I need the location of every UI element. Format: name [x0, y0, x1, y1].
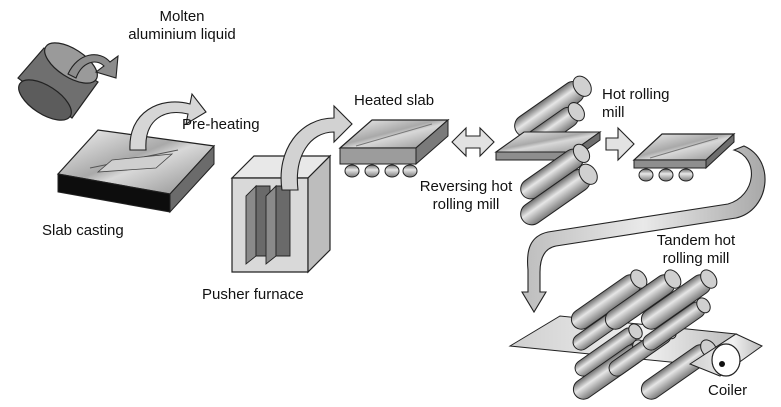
- heated-slab-label: Heated slab: [354, 92, 435, 109]
- pour-arrow-icon: [67, 54, 119, 79]
- right-arrow-icon: [605, 126, 635, 162]
- hot-rolling-mill-slab-icon: [632, 132, 736, 182]
- reversing-mill-icon: [494, 75, 602, 226]
- reversing-label-line1: Reversing hot: [419, 178, 513, 195]
- hot-rolling-label-line1: Hot rolling: [602, 86, 670, 103]
- furnace-arrow-icon: [280, 104, 353, 191]
- pusher-furnace-label: Pusher furnace: [202, 286, 304, 303]
- molten-label-line1: Molten: [159, 8, 205, 25]
- tandem-mill-label: Tandem hot rolling mill: [636, 232, 756, 268]
- ladle-icon: [17, 42, 99, 121]
- reversing-label-line2: rolling mill: [432, 196, 500, 213]
- double-arrow-icon: [451, 126, 495, 158]
- tandem-label-line2: rolling mill: [662, 250, 730, 267]
- tandem-label-line1: Tandem hot: [656, 232, 736, 249]
- slab-casting-label: Slab casting: [42, 222, 124, 239]
- hot-rolling-mill-label: Hot rolling mill: [602, 86, 670, 122]
- pre-heating-label: Pre-heating: [182, 116, 260, 133]
- hot-rolling-label-line2: mill: [602, 104, 625, 121]
- tandem-mill-icon: [508, 269, 738, 400]
- slab-casting-mould-icon: [56, 129, 216, 214]
- molten-label-line2: aluminium liquid: [128, 26, 236, 43]
- reversing-mill-label: Reversing hot rolling mill: [398, 178, 534, 214]
- coiler-icon: [688, 333, 763, 377]
- heated-slab-icon: [338, 118, 450, 178]
- cast-arrow-icon: [129, 92, 207, 151]
- pusher-furnace-icon: [230, 154, 332, 274]
- coiler-label: Coiler: [708, 382, 748, 399]
- molten-aluminium-label: Molten aluminium liquid: [112, 8, 252, 44]
- sheet-ribbon-icon: [521, 145, 766, 314]
